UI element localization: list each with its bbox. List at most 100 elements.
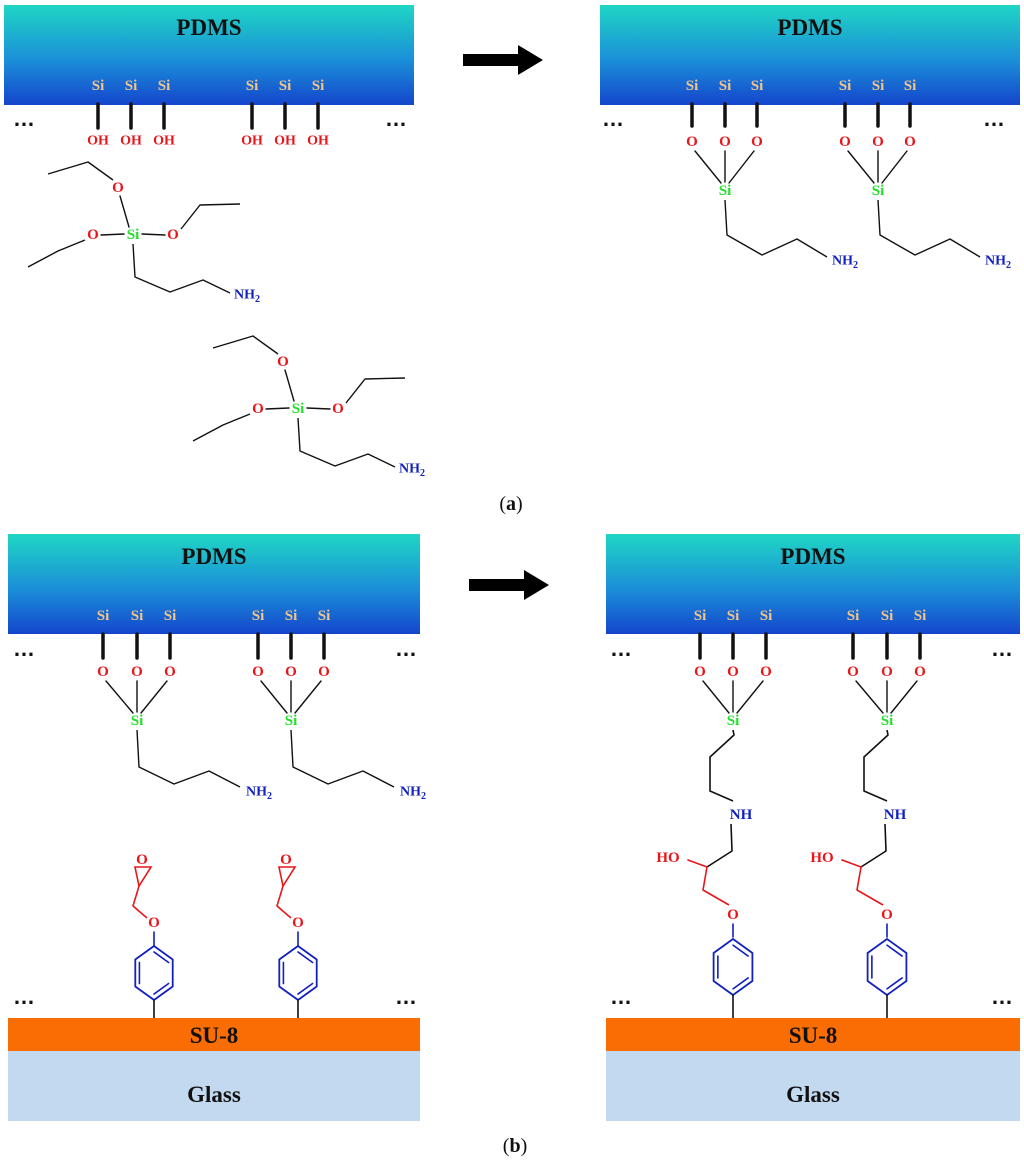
oxygen-atom: O — [164, 664, 176, 680]
silicon-atom: Si — [872, 183, 885, 199]
aromatic-bond — [732, 944, 749, 957]
ethyl-group — [47, 161, 114, 181]
subscript-2: 2 — [255, 294, 260, 305]
right-arrow-icon — [469, 570, 549, 600]
oxygen-atom: O — [252, 664, 264, 680]
oxygen-atom: O — [847, 664, 859, 680]
ethyl-group — [27, 239, 86, 268]
surface-si-label: Si — [719, 78, 732, 94]
bond — [265, 407, 290, 410]
propyl-chain — [136, 729, 241, 788]
ellipsis-label: … — [991, 636, 1013, 661]
oxygen-atom: O — [277, 354, 289, 370]
silicon-atom: Si — [127, 227, 140, 243]
caption-a: (a) — [499, 493, 522, 515]
pdms-block-b-right: PDMS — [606, 534, 1020, 634]
hydroxyl-label: OH — [87, 134, 109, 149]
benzene-ring — [712, 937, 754, 997]
bond — [100, 233, 125, 236]
secondary-amine: NH — [884, 807, 907, 823]
oxygen-atom: O — [318, 664, 330, 680]
propyl-chain — [877, 199, 981, 258]
glass-label: Glass — [187, 1082, 241, 1107]
su8-label: SU-8 — [789, 1023, 838, 1048]
pdms-block-a-right: PDMS — [600, 5, 1020, 105]
oxygen-atom: O — [719, 134, 731, 150]
surface-si-label: Si — [312, 78, 325, 94]
ellipsis-label: … — [610, 984, 632, 1009]
reaction-arrow-a — [463, 45, 543, 75]
ellipsis-label: … — [610, 636, 632, 661]
caption-open: ( — [499, 493, 506, 515]
glass-layer — [606, 1051, 1020, 1121]
aromatic-bond — [153, 951, 170, 964]
o-si-bond — [140, 680, 168, 714]
oxygen-atom: O — [686, 134, 698, 150]
hydroxyl-label: OH — [153, 134, 175, 149]
ethyl-group — [180, 203, 241, 230]
silicon-atom: Si — [881, 713, 894, 729]
pdms-layer — [4, 5, 414, 105]
amine-linker — [706, 823, 733, 868]
oxygen-atom: O — [332, 401, 344, 417]
pdms-label: PDMS — [780, 544, 845, 569]
bond — [284, 369, 295, 402]
oxygen-atom: O — [904, 134, 916, 150]
surface-si-label: Si — [727, 608, 740, 624]
su8-label: SU-8 — [190, 1023, 239, 1048]
su8-layer — [8, 1018, 420, 1051]
hydroxy-linker — [856, 866, 884, 906]
surface-si-label: Si — [847, 608, 860, 624]
surface-si-label: Si — [97, 608, 110, 624]
oxygen-atom: O — [881, 664, 893, 680]
ellipsis-label: … — [13, 636, 35, 661]
glass-layer — [8, 1051, 420, 1121]
hydroxy-bond — [841, 859, 862, 868]
ellipsis-label: … — [395, 636, 417, 661]
surface-si-label: Si — [92, 78, 105, 94]
ethyl-group — [212, 335, 279, 355]
caption-open: ( — [503, 1135, 510, 1157]
o-si-bond — [260, 680, 288, 714]
benzene-ring — [866, 937, 908, 997]
subscript-2: 2 — [853, 260, 858, 271]
ellipsis-label: … — [13, 984, 35, 1009]
pdms-layer — [606, 534, 1020, 634]
pdms-label: PDMS — [176, 15, 241, 40]
ethyl-group — [345, 377, 406, 404]
nh2-label: NH2 — [400, 785, 426, 802]
nh2-label: NH2 — [832, 254, 858, 271]
silicon-atom: Si — [727, 713, 740, 729]
surface-si-label: Si — [839, 78, 852, 94]
hydroxyl-label: OH — [241, 134, 263, 149]
bond — [119, 195, 130, 228]
surface-si-label: Si — [694, 608, 707, 624]
nh2-label: NH2 — [246, 785, 272, 802]
hydroxy-linker — [702, 866, 730, 906]
o-si-bond — [694, 150, 722, 184]
surface-si-label: Si — [318, 608, 331, 624]
o-si-bond — [736, 680, 764, 714]
surface-si-label: Si — [914, 608, 927, 624]
propyl-chain — [290, 729, 395, 788]
oxygen-atom: O — [87, 227, 99, 243]
nh2-label: NH2 — [234, 288, 260, 305]
nh2-label: NH2 — [399, 462, 425, 479]
oxygen-atom: O — [872, 134, 884, 150]
propyl-chain — [132, 243, 231, 294]
propyl-chain — [709, 729, 735, 802]
ellipsis-label: … — [602, 106, 624, 131]
right-arrow-icon — [463, 45, 543, 75]
epoxide-oxygen: O — [280, 852, 292, 868]
surface-si-label: Si — [164, 608, 177, 624]
ellipsis-label: … — [395, 984, 417, 1009]
su8-layer — [606, 1018, 1020, 1051]
